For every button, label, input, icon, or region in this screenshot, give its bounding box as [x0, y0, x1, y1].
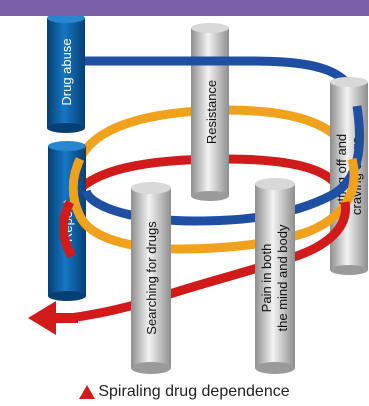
drug-abuse-label: Drug abuse — [59, 38, 74, 105]
pain-label-line1: Pain in both — [259, 244, 274, 313]
resistance-cylinder: Resistance — [191, 23, 229, 201]
red-arrow-head-icon — [28, 301, 56, 335]
caption-text: Spiraling drug dependence — [98, 383, 290, 400]
spiral-diagram: Resistance Drug abuse Repeat Cutting off… — [28, 16, 368, 374]
red-ring-left — [59, 199, 76, 259]
orange-ring-front — [68, 157, 359, 254]
top-band — [0, 0, 369, 16]
searching-label: Searching for drugs — [144, 221, 159, 335]
pain-label-line2: the mind and body — [275, 224, 290, 331]
searching-cylinder: Searching for drugs — [131, 182, 171, 374]
red-ring-front — [69, 201, 351, 323]
pain-cylinder: Pain in both the mind and body — [255, 178, 295, 374]
red-arrow-shaft — [54, 313, 78, 323]
resistance-label: Resistance — [204, 80, 219, 144]
red-triangle-icon — [79, 385, 96, 399]
drug-abuse-cylinder: Drug abuse — [47, 16, 85, 133]
caption: Spiraling drug dependence — [0, 381, 369, 403]
